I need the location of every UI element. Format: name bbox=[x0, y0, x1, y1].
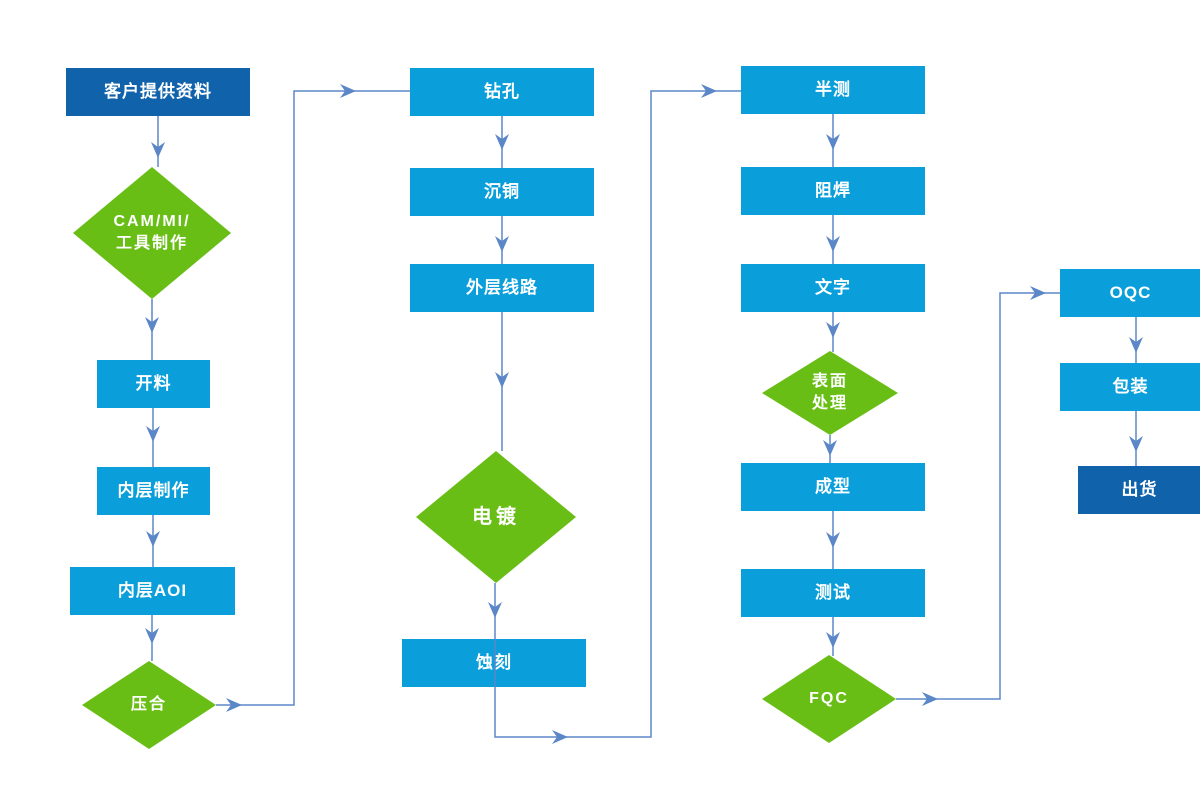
flow-arrowhead bbox=[823, 440, 837, 456]
node-copper-deposition-label: 沉铜 bbox=[484, 181, 520, 201]
flow-arrowhead bbox=[1129, 337, 1143, 353]
flow-arrowhead bbox=[826, 134, 840, 150]
flow-arrowhead bbox=[826, 532, 840, 548]
node-inner-layer-fab: 内层制作 bbox=[97, 467, 210, 515]
node-surface-finish-label: 表面 处理 bbox=[811, 373, 848, 412]
node-silkscreen: 文字 bbox=[741, 264, 925, 312]
node-inner-layer-aoi: 内层AOI bbox=[70, 567, 235, 615]
node-customer-data-label: 客户提供资料 bbox=[104, 81, 212, 101]
node-solder-mask: 阻焊 bbox=[741, 167, 925, 215]
flow-arrowhead bbox=[495, 236, 509, 252]
flow-arrowhead bbox=[340, 84, 356, 98]
node-lamination: 压合 bbox=[82, 661, 216, 749]
flow-arrowhead bbox=[826, 632, 840, 648]
node-inner-layer-aoi-label: 内层AOI bbox=[117, 580, 188, 600]
node-silkscreen-label: 文字 bbox=[815, 277, 851, 297]
node-plating-label: 电镀 bbox=[472, 505, 520, 528]
node-plating: 电镀 bbox=[416, 451, 576, 583]
flow-arrowhead bbox=[552, 730, 568, 744]
node-solder-mask-label: 阻焊 bbox=[815, 180, 851, 200]
connector-arrowheads bbox=[145, 84, 1143, 744]
node-outer-layer-circuit-label: 外层线路 bbox=[466, 277, 538, 297]
flow-arrowhead bbox=[488, 602, 502, 618]
node-testing-label: 测试 bbox=[815, 582, 851, 602]
node-half-test-label: 半测 bbox=[815, 79, 851, 99]
node-cutting: 开料 bbox=[97, 360, 210, 408]
flow-arrowhead bbox=[922, 692, 938, 706]
node-etching-label: 蚀刻 bbox=[476, 652, 512, 672]
node-oqc-label: OQC bbox=[1109, 282, 1152, 302]
flow-connector bbox=[216, 90, 410, 706]
connector-lines bbox=[151, 90, 1137, 738]
node-inner-layer-fab-label: 内层制作 bbox=[117, 480, 190, 500]
flow-arrowhead bbox=[701, 84, 717, 98]
flow-arrowhead bbox=[145, 317, 159, 333]
node-etching: 蚀刻 bbox=[402, 639, 586, 687]
flow-arrowhead bbox=[1030, 286, 1046, 300]
node-cam-mi-tooling-label: CAM/MI/ 工具制作 bbox=[113, 213, 191, 252]
node-drilling-label: 钻孔 bbox=[484, 81, 520, 101]
flow-arrowhead bbox=[146, 531, 160, 547]
node-copper-deposition: 沉铜 bbox=[410, 168, 594, 216]
flow-arrowhead bbox=[826, 236, 840, 252]
node-surface-finish: 表面 处理 bbox=[762, 351, 898, 435]
node-shipping-label: 出货 bbox=[1121, 479, 1158, 499]
node-lamination-label: 压合 bbox=[130, 696, 167, 714]
flow-arrowhead bbox=[146, 426, 160, 442]
node-cutting-label: 开料 bbox=[135, 373, 172, 393]
flow-arrowhead bbox=[826, 322, 840, 338]
node-forming-label: 成型 bbox=[815, 476, 851, 496]
flow-arrowhead bbox=[226, 698, 242, 712]
node-cam-mi-tooling: CAM/MI/ 工具制作 bbox=[73, 167, 231, 299]
flow-arrowhead bbox=[145, 628, 159, 644]
node-shipping: 出货 bbox=[1078, 466, 1200, 514]
node-packing-label: 包装 bbox=[1112, 376, 1149, 396]
flow-arrowhead bbox=[495, 372, 509, 388]
node-customer-data: 客户提供资料 bbox=[66, 68, 250, 116]
node-testing: 测试 bbox=[741, 569, 925, 617]
flow-arrowhead bbox=[151, 142, 165, 158]
node-half-test: 半测 bbox=[741, 66, 925, 114]
node-fqc: FQC bbox=[762, 655, 896, 743]
node-packing: 包装 bbox=[1060, 363, 1200, 411]
node-forming: 成型 bbox=[741, 463, 925, 511]
flow-arrowhead bbox=[1129, 436, 1143, 452]
flow-arrowhead bbox=[495, 134, 509, 150]
node-fqc-label: FQC bbox=[809, 690, 849, 708]
node-oqc: OQC bbox=[1060, 269, 1200, 317]
node-outer-layer-circuit: 外层线路 bbox=[410, 264, 594, 312]
node-drilling: 钻孔 bbox=[410, 68, 594, 116]
